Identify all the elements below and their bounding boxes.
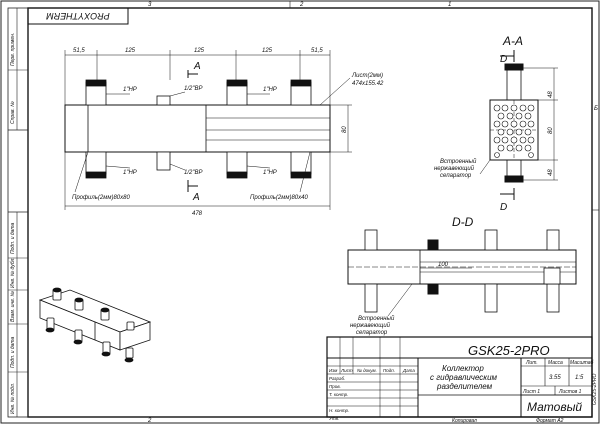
tb-utv: Утв. xyxy=(329,416,339,421)
zone-top-1: 3 xyxy=(148,2,152,8)
copied-label: Копировал xyxy=(452,418,477,424)
strip-inv-podl: Инв. № подл. xyxy=(10,383,16,414)
zone-top-3: 1 xyxy=(448,2,451,8)
tb-col-mass: Масса xyxy=(548,360,563,366)
tb-code: GSK25-2PRO xyxy=(468,343,550,358)
dd-dim-100: 100 xyxy=(438,262,449,268)
tb-row-sign: Подп. xyxy=(383,368,395,373)
strip-vzam: Взам. инв. № xyxy=(10,290,16,322)
sheet-note-1: Лист(2мм) xyxy=(351,73,383,79)
tb-row-change: Изм xyxy=(329,368,337,373)
side-code: GSK25-2PRO xyxy=(592,373,598,405)
tb-col-scale: Масштаб xyxy=(570,360,594,366)
dd-note-2: нержавеющий xyxy=(350,322,391,329)
dd-note-1: Встроенный xyxy=(358,315,395,322)
top-code-text: PROXYTHERM xyxy=(46,11,110,21)
dim-125-b: 125 xyxy=(194,48,205,54)
dim-125-a: 125 xyxy=(125,48,136,54)
note-top-right: 1"НР xyxy=(263,87,277,93)
format-label: Формат A2 xyxy=(536,418,564,424)
front-view: 51,5 125 125 125 51,5 xyxy=(64,48,384,217)
isometric-view xyxy=(38,287,152,363)
dim-51-left: 51,5 xyxy=(73,48,85,54)
section-d-top: D xyxy=(500,54,507,65)
section-aa: А-А D D xyxy=(434,34,558,213)
zone-top-2: 2 xyxy=(299,2,304,8)
title-block: Изм Лист № докум. Подп. Дата Разраб. Про… xyxy=(326,336,594,421)
sheet-note-2: 474x155.42 xyxy=(352,81,384,87)
tb-title-1: Коллектор xyxy=(442,364,484,373)
zone-bottom: 2 xyxy=(147,418,152,424)
tb-sheet: Лист 1 xyxy=(522,389,540,395)
tb-title-2: с гидравлическим xyxy=(430,373,498,382)
tb-tkontr: Т. контр. xyxy=(329,392,348,397)
section-a-bottom: A xyxy=(192,192,200,203)
aa-note-1: Встроенный xyxy=(440,158,477,165)
strip-perv: Перв. примен. xyxy=(10,33,16,66)
tb-mass: 3.55 xyxy=(549,375,561,381)
tb-row-sheet: Лист xyxy=(340,368,353,373)
note-bot-left: 1"НР xyxy=(123,170,137,176)
dim-total-478: 478 xyxy=(192,211,203,217)
tb-col-lit: Лит. xyxy=(525,360,538,366)
aa-dim-bot: 48 xyxy=(548,169,554,176)
dim-125-c: 125 xyxy=(262,48,273,54)
strip-podp-date-1: Подп. и дата xyxy=(10,222,16,254)
tb-row-doc: № докум. xyxy=(357,368,377,373)
tb-row-date: Дата xyxy=(402,368,415,373)
note-bot-mid: 1/2"ВР xyxy=(184,170,202,176)
section-aa-title: А-А xyxy=(502,34,523,48)
aa-dim-top: 48 xyxy=(548,91,554,98)
strip-podp-date-2: Подп. и дата xyxy=(10,336,16,368)
section-dd-title: D-D xyxy=(452,215,474,229)
tb-finish: Матовый xyxy=(527,400,582,414)
top-code-box: PROXYTHERM xyxy=(27,7,129,25)
dd-note-3: сепаратор xyxy=(356,330,388,336)
dim-height-80: 80 xyxy=(342,126,348,133)
section-dd: D-D 100 Встроенный нержавеющий сепаратор xyxy=(347,215,577,336)
tb-title-3: разделителем xyxy=(436,382,493,391)
aa-dim-mid: 80 xyxy=(548,127,554,134)
zone-right: Б xyxy=(594,106,598,112)
strip-sprav: Справ. № xyxy=(10,101,16,124)
left-strip: Перв. примен. Справ. № Подп. и дата Инв.… xyxy=(7,7,29,418)
section-a-top: A xyxy=(193,61,201,72)
strip-inv-dubl: Инв. № дубл. xyxy=(10,257,16,288)
note-top-mid: 1/2"ВР xyxy=(184,86,202,92)
note-top-left: 1"НР xyxy=(123,87,137,93)
tb-nkontr: Н. контр. xyxy=(329,408,349,413)
aa-note-3: сепаратор xyxy=(440,173,472,179)
tb-prov: Пров. xyxy=(329,384,341,389)
profile-right: Профиль(2мм)80x40 xyxy=(250,195,308,201)
section-d-bottom: D xyxy=(500,202,507,213)
profile-left: Профиль(2мм)80x80 xyxy=(72,195,130,201)
note-bot-right: 1"НР xyxy=(263,170,277,176)
tb-razrab: Разраб. xyxy=(329,376,345,381)
dim-51-right: 51,5 xyxy=(311,48,323,54)
tb-scale: 1:5 xyxy=(575,375,584,381)
tb-sheets: Листов 1 xyxy=(558,389,582,395)
aa-note-2: нержавеющий xyxy=(434,165,475,172)
